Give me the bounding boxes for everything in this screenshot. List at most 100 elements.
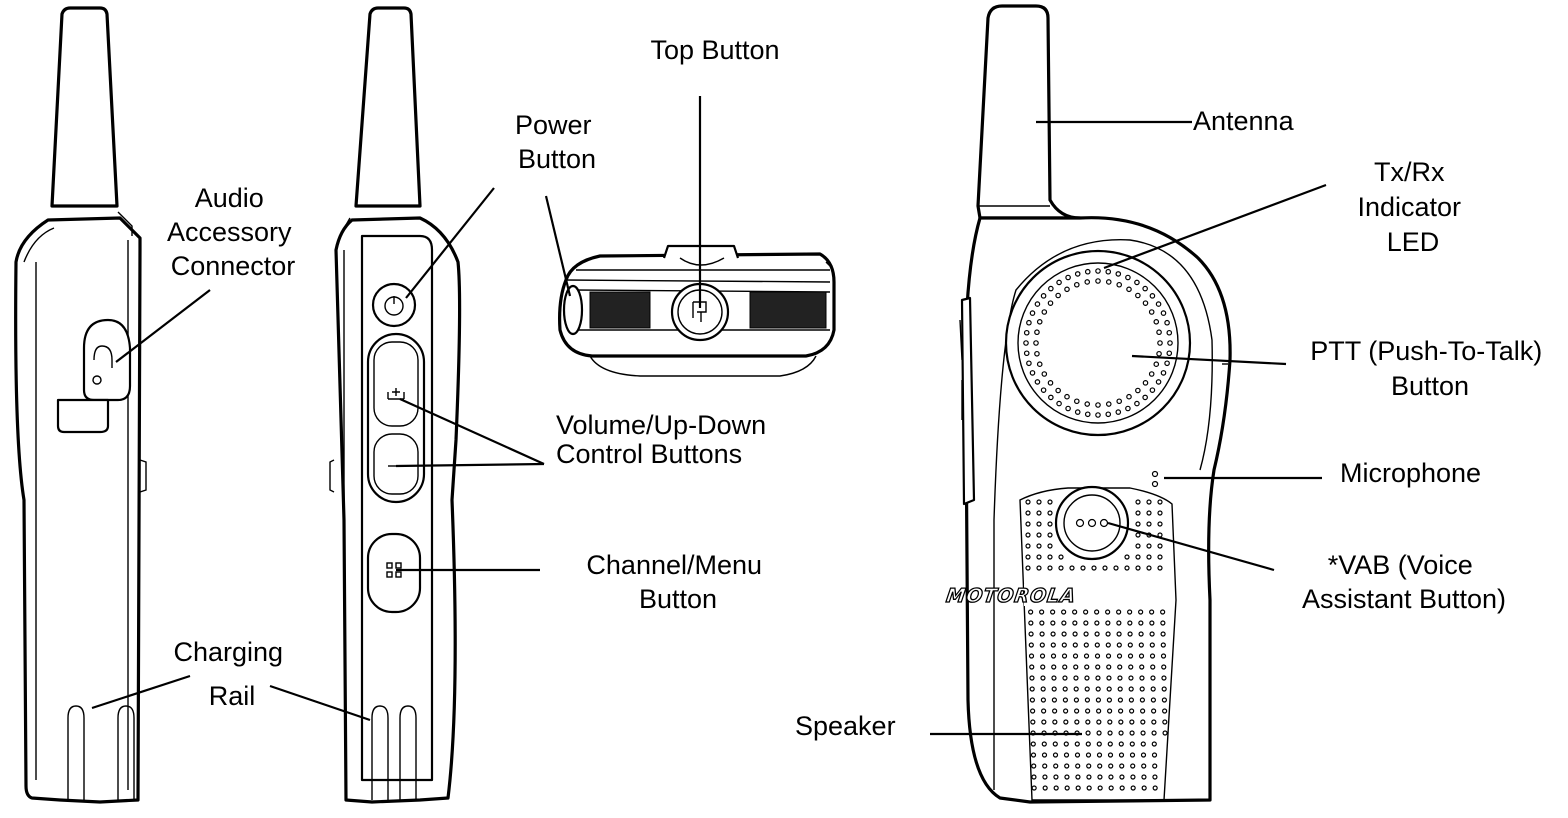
- speaker-grille-dot: [1042, 785, 1048, 791]
- speaker-grille-dot: [1053, 763, 1059, 769]
- ptt-grille-dot: [1036, 318, 1043, 325]
- speaker-grille-dot: [1025, 521, 1031, 527]
- motorola-logo: MOTOROLA: [945, 584, 1078, 607]
- speaker-grille-dot: [1135, 565, 1141, 571]
- speaker-grille-dot: [1160, 642, 1166, 648]
- speaker-grille-dot: [1106, 675, 1112, 681]
- speaker-grille-dot: [1041, 719, 1047, 725]
- speaker-grille-dot: [1139, 664, 1145, 670]
- speaker-grille-dot: [1083, 631, 1089, 637]
- ptt-grille-dot: [1134, 279, 1140, 286]
- ptt-grille-dot: [1116, 398, 1123, 405]
- speaker-grille-dot: [1030, 708, 1036, 714]
- speaker-grille-dot: [1157, 510, 1163, 516]
- ptt-grille-dot: [1105, 268, 1112, 275]
- speaker-grille-dot: [1139, 686, 1145, 692]
- speaker-grille-dot: [1150, 697, 1157, 703]
- speaker-grille-dot: [1074, 719, 1080, 725]
- ptt-grille-dot: [1036, 361, 1043, 368]
- label-tx-rx-led: Tx/Rx Indicator LED: [1357, 157, 1468, 257]
- speaker-grille-dot: [1138, 631, 1144, 637]
- speaker-grille-dot: [1086, 785, 1092, 791]
- speaker-grille-dot: [1150, 675, 1156, 681]
- ptt-grille-dot: [1041, 309, 1048, 315]
- speaker-grille-dot: [1161, 675, 1167, 681]
- ptt-grille-dot: [1073, 398, 1080, 405]
- speaker-grille-dot: [1117, 664, 1123, 670]
- speaker-grille-dot: [1118, 741, 1124, 747]
- ptt-grille-dot: [1056, 400, 1062, 407]
- speaker-grille-dot: [1094, 653, 1101, 659]
- speaker-grille-dot: [1162, 719, 1168, 725]
- speaker-grille-dot: [1108, 774, 1114, 780]
- label-channel-menu-button: Channel/Menu Button: [586, 550, 769, 614]
- ptt-grille-dot: [1034, 379, 1041, 385]
- speaker-grille-dot: [1047, 510, 1053, 516]
- speaker-grille-dot: [1086, 774, 1092, 780]
- speaker-grille-dot: [1085, 730, 1091, 736]
- speaker-grille-dot: [1036, 499, 1042, 505]
- speaker-grille-dot: [1146, 521, 1152, 527]
- speaker-grille-dot: [1141, 763, 1147, 769]
- speaker-grille-dot: [1135, 510, 1141, 516]
- label-volume-buttons: Volume/Up-Down Control Buttons: [556, 410, 774, 469]
- speaker-grille-dot: [1105, 631, 1111, 637]
- speaker-grille-dot: [1061, 620, 1067, 626]
- ptt-grille-dot: [1048, 394, 1054, 401]
- speaker-grille-dot: [1135, 499, 1141, 505]
- speaker-grille-dot: [1161, 686, 1167, 692]
- label-top-button: Top Button: [650, 35, 779, 65]
- ptt-grille-dot: [1074, 271, 1081, 277]
- speaker-grille-dot: [1105, 653, 1112, 659]
- speaker-grille-dot: [1061, 653, 1068, 659]
- front-view: MOTOROLA: [944, 4, 1232, 804]
- speaker-grille-dot: [1086, 763, 1092, 769]
- ptt-grille-dot: [1160, 370, 1167, 376]
- speaker-grille-dot: [1084, 664, 1090, 670]
- speaker-grille-dot: [1069, 565, 1075, 571]
- speaker-grille-dot: [1025, 510, 1031, 516]
- speaker-grille-dot: [1085, 752, 1092, 758]
- ptt-grille-dot: [1156, 350, 1162, 357]
- ptt-grille-dot: [1166, 329, 1173, 336]
- speaker-grille-dot: [1124, 565, 1130, 571]
- speaker-grille-dot: [1146, 543, 1152, 549]
- ptt-grille-dot: [1135, 292, 1141, 299]
- speaker-grille-dot: [1029, 697, 1036, 703]
- speaker-grille-dot: [1106, 686, 1112, 692]
- ptt-grille-dot: [1166, 350, 1173, 357]
- speaker-grille-dot: [1036, 532, 1042, 538]
- speaker-grille-dot: [1058, 554, 1064, 560]
- speaker-grille-dot: [1061, 631, 1067, 637]
- speaker-grille-dot: [1041, 752, 1048, 758]
- speaker-grille-dot: [1042, 774, 1048, 780]
- ptt-grille-dot: [1142, 394, 1148, 401]
- speaker-grille-dot: [1039, 620, 1045, 626]
- speaker-grille-dot: [1140, 730, 1146, 736]
- speaker-grille-dot: [1140, 719, 1146, 725]
- speaker-grille-dot: [1028, 609, 1034, 615]
- speaker-grille-dot: [1127, 642, 1133, 648]
- speaker-grille-dot: [1051, 686, 1057, 692]
- speaker-grille-dot: [1096, 752, 1103, 758]
- ptt-grille-dot: [1125, 274, 1131, 281]
- speaker-grille-dot: [1129, 752, 1136, 758]
- label-ptt-button: PTT (Push-To-Talk) Button: [1310, 336, 1550, 401]
- ptt-grille-dot: [1148, 309, 1155, 315]
- ptt-grille-dot: [1055, 387, 1061, 394]
- speaker-grille-dot: [1151, 741, 1157, 747]
- ptt-grille-dot: [1105, 279, 1112, 285]
- speaker-grille-dot: [1075, 763, 1081, 769]
- speaker-grille-dots: [1025, 499, 1168, 791]
- speaker-grille-dot: [1039, 653, 1046, 659]
- speaker-grille-dot: [1064, 774, 1070, 780]
- ptt-grille-dot: [1095, 412, 1101, 418]
- speaker-grille-dot: [1084, 686, 1090, 692]
- ptt-grille-dot: [1065, 274, 1071, 281]
- ptt-grille-dot: [1155, 379, 1162, 385]
- ptt-grille-dot: [1153, 361, 1160, 368]
- speaker-grille-dot: [1149, 631, 1155, 637]
- ptt-grille-dot: [1065, 405, 1071, 412]
- speaker-grille-dot: [1025, 554, 1031, 560]
- speaker-grille-dot: [1118, 752, 1125, 758]
